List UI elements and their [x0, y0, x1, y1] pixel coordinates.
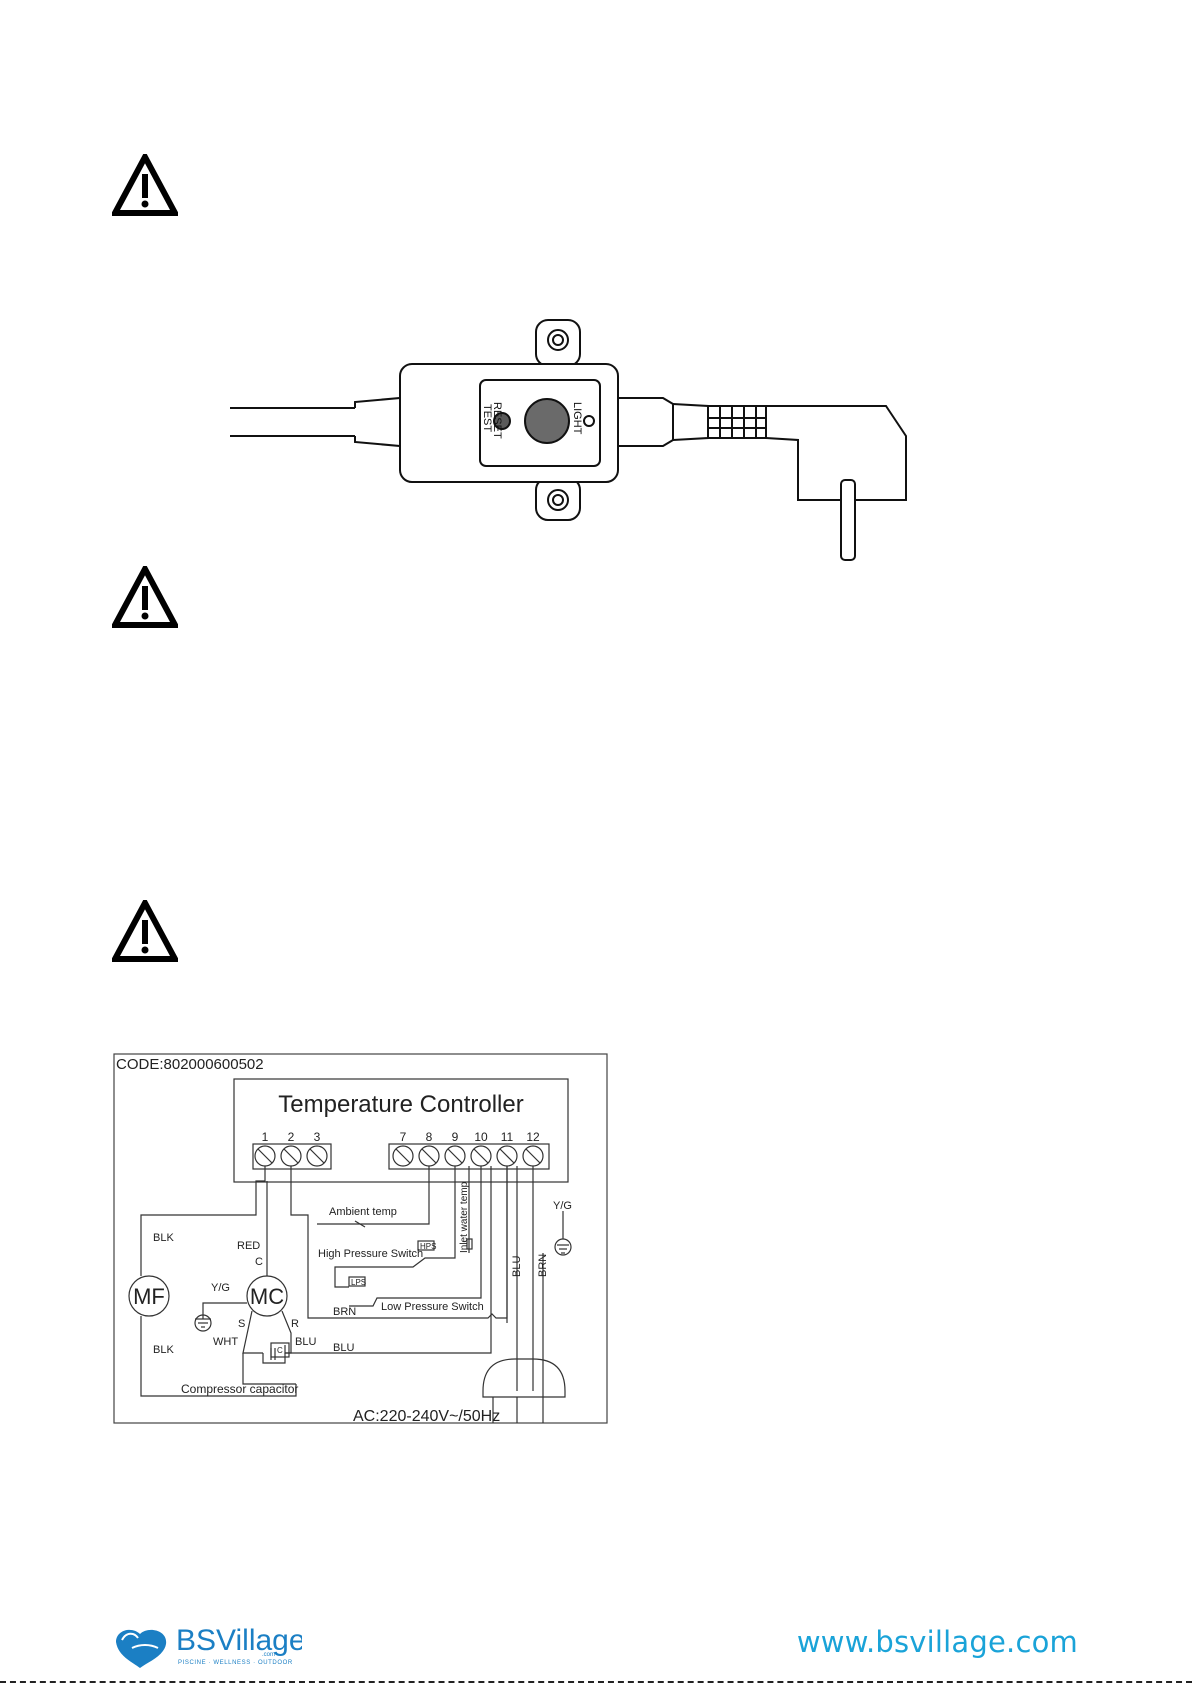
high-pressure-switch-label: High Pressure Switch [318, 1248, 423, 1260]
hps-label: HPS [420, 1242, 436, 1251]
bsvillage-logo: BSVillage .com PISCINE · WELLNESS · OUTD… [116, 1624, 302, 1668]
terminal-number: 2 [288, 1130, 295, 1144]
reset-label: RESET [491, 402, 503, 439]
red-label: RED [237, 1240, 260, 1252]
brand-tagline: PISCINE · WELLNESS · OUTDOOR [178, 1660, 293, 1666]
brand-com: .com [262, 1652, 275, 1658]
terminal-number: 1 [262, 1130, 269, 1144]
mc-label: MC [250, 1284, 284, 1309]
yg-label: Y/G [211, 1282, 230, 1294]
terminal-number: 10 [474, 1130, 488, 1144]
controller-title: Temperature Controller [278, 1091, 523, 1118]
yg-label: Y/G [553, 1200, 572, 1212]
mf-label: MF [133, 1284, 165, 1309]
s-label: S [238, 1318, 245, 1330]
low-pressure-switch-label: Low Pressure Switch [381, 1301, 484, 1313]
light-label: LIGHT [571, 402, 583, 435]
test-label: TEST [481, 404, 493, 432]
code-label: CODE:802000600502 [116, 1056, 264, 1073]
brn-label: BRN [333, 1306, 356, 1318]
blk-label: BLK [153, 1232, 174, 1244]
terminals-right [392, 1145, 544, 1167]
terminal-number: 3 [314, 1130, 321, 1144]
blk-label: BLK [153, 1344, 174, 1356]
blu-vertical-label: BLU [511, 1256, 523, 1277]
warning-icon [112, 154, 178, 216]
c-label: C [255, 1256, 263, 1268]
terminal-number: 9 [452, 1130, 459, 1144]
ambient-temp-label: Ambient temp [329, 1206, 397, 1218]
brand-name: BSVillage [176, 1624, 302, 1657]
blu-label: BLU [295, 1336, 316, 1348]
c-cap-label: C [277, 1346, 283, 1355]
wht-label: WHT [213, 1336, 238, 1348]
r-label: R [291, 1318, 299, 1330]
terminal-number: 11 [501, 1130, 514, 1144]
blu-label: BLU [333, 1342, 354, 1354]
warning-icon [112, 566, 178, 628]
terminal-number: 7 [400, 1130, 407, 1144]
inlet-water-temp-label: Inlet water temp [459, 1181, 470, 1253]
compressor-capacitor-label: Compressor capacitor [181, 1382, 298, 1396]
brn-vertical-label: BRN [537, 1254, 549, 1277]
power-label: AC:220-240V~/50Hz [353, 1408, 500, 1424]
lps-label: LPS [351, 1278, 366, 1287]
terminal-number: 8 [426, 1130, 433, 1144]
page-bottom-border [0, 1681, 1192, 1684]
website-url[interactable]: www.bsvillage.com [796, 1625, 1078, 1659]
terminals-left [254, 1145, 328, 1167]
warning-icon [112, 900, 178, 962]
terminal-number: 12 [526, 1130, 540, 1144]
wiring-diagram: CODE:802000600502 Temperature Controller… [113, 1053, 608, 1424]
rcd-plug-illustration: TEST RESET LIGHT [230, 319, 907, 561]
